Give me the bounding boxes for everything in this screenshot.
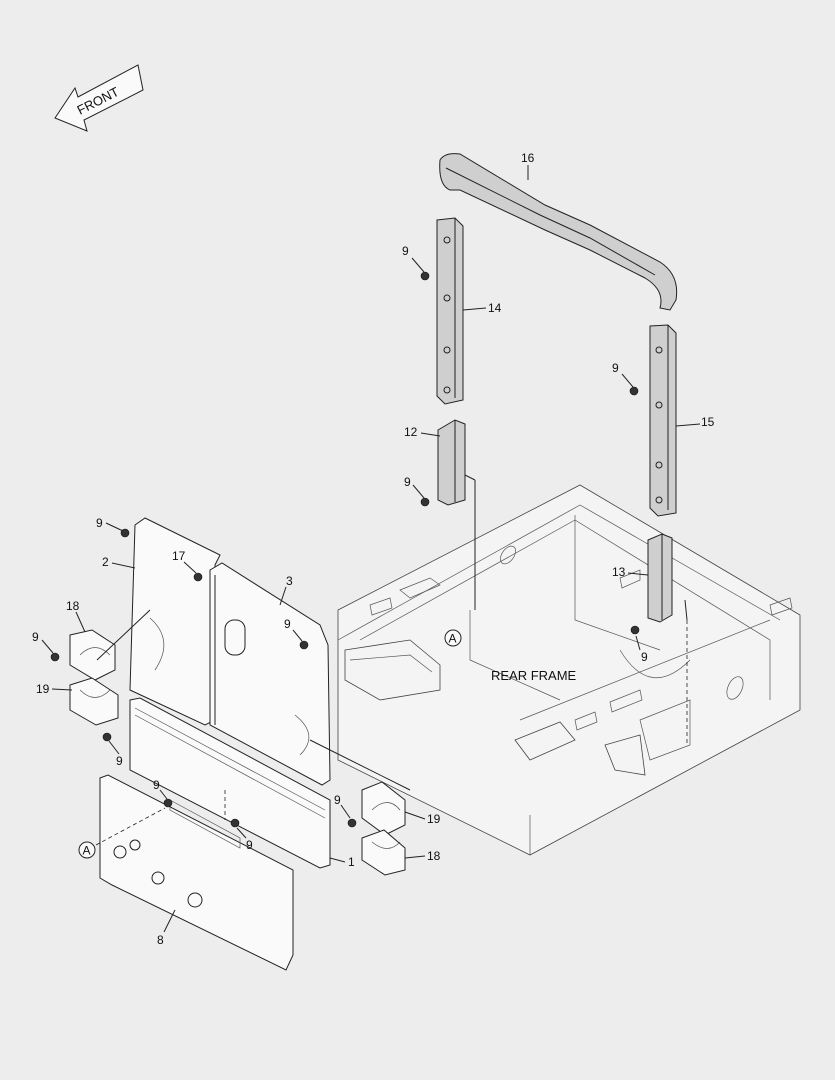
callout-3: 3 xyxy=(286,574,293,588)
callout-18: 18 xyxy=(66,599,80,613)
ref-marker-label: A xyxy=(449,632,457,646)
part-19-left-clamp xyxy=(69,677,119,726)
callout-9: 9 xyxy=(116,754,123,768)
part-18-left-clamp xyxy=(69,629,116,681)
callout-19: 19 xyxy=(36,682,50,696)
ref-marker-a-plate: A xyxy=(78,841,96,859)
bolt xyxy=(347,818,357,828)
callout-9: 9 xyxy=(284,617,291,631)
bolt xyxy=(420,497,430,507)
callout-13: 13 xyxy=(612,565,626,579)
rear-frame xyxy=(337,484,801,856)
callout-9: 9 xyxy=(334,793,341,807)
callout-15: 15 xyxy=(701,415,715,429)
callout-12: 12 xyxy=(404,425,418,439)
callout-numbers: 16 9 14 9 15 12 9 13 9 9 2 17 3 9 18 9 1… xyxy=(32,151,715,947)
callout-9: 9 xyxy=(246,838,253,852)
alignment-lines xyxy=(95,474,688,846)
part-14-bracket xyxy=(436,217,464,405)
part-1-plate xyxy=(129,697,331,869)
callout-16: 16 xyxy=(521,151,535,165)
callout-9: 9 xyxy=(96,516,103,530)
bolt xyxy=(50,652,60,662)
part-15-bracket xyxy=(649,324,677,517)
callout-9: 9 xyxy=(402,244,409,258)
bolt xyxy=(630,625,640,635)
callout-18: 18 xyxy=(427,849,441,863)
bolt xyxy=(420,271,430,281)
callout-17: 17 xyxy=(172,549,186,563)
callout-9: 9 xyxy=(641,650,648,664)
callout-1: 1 xyxy=(348,855,355,869)
leader-lines xyxy=(41,165,701,933)
callout-2: 2 xyxy=(102,555,109,569)
part-12-block xyxy=(437,419,466,506)
callout-19: 19 xyxy=(427,812,441,826)
part-19-right-clamp xyxy=(361,781,406,836)
callout-14: 14 xyxy=(488,301,502,315)
bolt xyxy=(230,818,240,828)
bolt xyxy=(299,640,309,650)
front-arrow: FRONT xyxy=(54,64,144,132)
part-18-right-clamp xyxy=(361,829,406,876)
callout-9: 9 xyxy=(153,778,160,792)
bolt xyxy=(102,732,112,742)
callout-9: 9 xyxy=(612,361,619,375)
bolts xyxy=(50,271,640,828)
callout-9: 9 xyxy=(32,630,39,644)
bolt xyxy=(193,572,203,582)
part-3-panel xyxy=(209,562,331,786)
bolt xyxy=(163,798,173,808)
ref-marker-label: A xyxy=(83,844,91,858)
callout-9: 9 xyxy=(404,475,411,489)
ref-marker-a-frame: A xyxy=(444,629,462,647)
bolt xyxy=(629,386,639,396)
callout-8: 8 xyxy=(157,933,164,947)
part-16-counterweight-beam xyxy=(439,153,678,311)
rear-frame-label: REAR FRAME xyxy=(491,668,577,683)
part-13-block xyxy=(647,533,673,623)
